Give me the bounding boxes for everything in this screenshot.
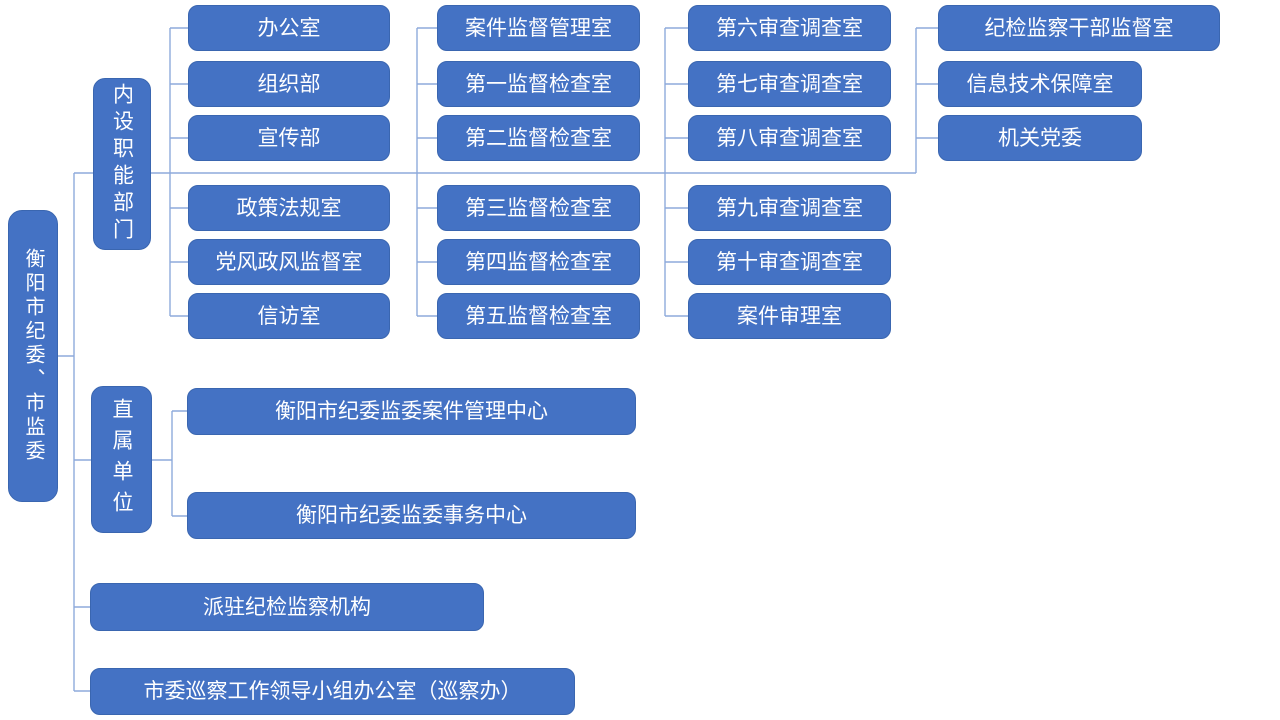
node-supervision-inspection-office-1: 第一监督检查室 xyxy=(437,61,640,107)
node-case-trial-office: 案件审理室 xyxy=(688,293,891,339)
node-case-supervision-management-office: 案件监督管理室 xyxy=(437,5,640,51)
node-supervision-inspection-office-5: 第五监督检查室 xyxy=(437,293,640,339)
node-dispatched-discipline-inspection-agencies: 派驻纪检监察机构 xyxy=(90,583,484,631)
node-petition-office: 信访室 xyxy=(188,293,390,339)
node-review-investigation-office-9: 第九审查调查室 xyxy=(688,185,891,231)
node-info-tech-support-office: 信息技术保障室 xyxy=(938,61,1142,107)
node-policy-regulations-office: 政策法规室 xyxy=(188,185,390,231)
node-supervision-inspection-office-4: 第四监督检查室 xyxy=(437,239,640,285)
node-municipal-inspection-work-office: 市委巡察工作领导小组办公室（巡察办） xyxy=(90,668,575,715)
node-publicity-dept: 宣传部 xyxy=(188,115,390,161)
node-review-investigation-office-7: 第七审查调查室 xyxy=(688,61,891,107)
group-directly-affiliated-units: 直属单位 xyxy=(91,386,152,533)
node-organization-dept: 组织部 xyxy=(188,61,390,107)
connector-column-2 xyxy=(416,27,437,317)
connector-affiliated-units xyxy=(152,410,187,517)
connector-column-1 xyxy=(169,27,188,317)
connector-root-spine xyxy=(58,172,93,692)
node-review-investigation-office-6: 第六审查调查室 xyxy=(688,5,891,51)
node-supervision-inspection-office-3: 第三监督检查室 xyxy=(437,185,640,231)
node-agency-party-committee: 机关党委 xyxy=(938,115,1142,161)
connector-column-3 xyxy=(664,27,688,317)
root-node: 衡阳市纪委、市监委 xyxy=(8,210,58,502)
connector-column-4 xyxy=(915,27,938,173)
node-affairs-center: 衡阳市纪委监委事务中心 xyxy=(187,492,636,539)
group-internal-departments: 内设职能部门 xyxy=(93,78,151,250)
node-review-investigation-office-8: 第八审查调查室 xyxy=(688,115,891,161)
node-cadre-supervision-office: 纪检监察干部监督室 xyxy=(938,5,1220,51)
node-general-office: 办公室 xyxy=(188,5,390,51)
node-supervision-inspection-office-2: 第二监督检查室 xyxy=(437,115,640,161)
node-party-work-style-supervision-office: 党风政风监督室 xyxy=(188,239,390,285)
node-review-investigation-office-10: 第十审查调查室 xyxy=(688,239,891,285)
node-case-management-center: 衡阳市纪委监委案件管理中心 xyxy=(187,388,636,435)
